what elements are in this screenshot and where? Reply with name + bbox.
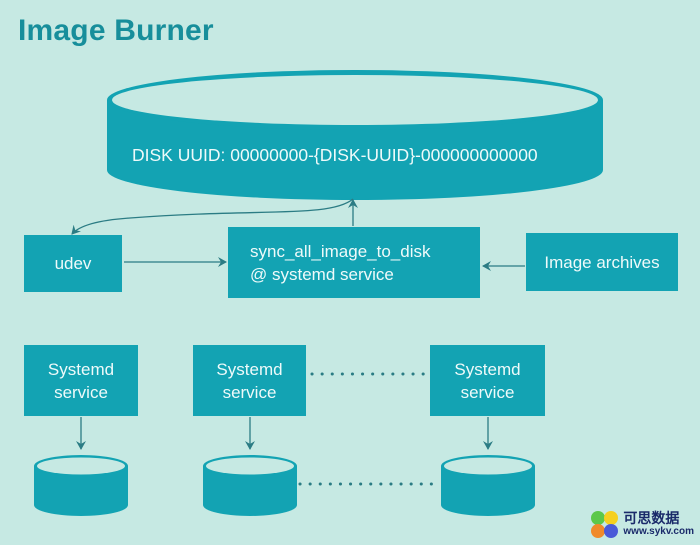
page-title: Image Burner: [18, 14, 214, 47]
sync-service-node: sync_all_image_to_disk @ systemd service: [228, 227, 480, 298]
image-archives-label: Image archives: [544, 252, 660, 272]
watermark-url: www.sykv.com: [623, 526, 694, 537]
small-disk-1: [34, 455, 128, 516]
watermark-logo: 可思数据 www.sykv.com: [591, 511, 694, 539]
systemd-service-node-2: Systemd service: [193, 345, 306, 416]
udev-label: udev: [54, 254, 92, 273]
small-disk-3: [441, 455, 535, 516]
service-label: Systemd: [216, 359, 283, 379]
systemd-service-node-1: Systemd service: [24, 345, 138, 416]
service-label: service: [54, 382, 108, 402]
udev-node: udev: [24, 235, 122, 292]
image-archives-node: Image archives: [526, 233, 678, 291]
small-disk-2: [203, 455, 297, 516]
service-label: Systemd: [454, 359, 521, 379]
disk-uuid-label: DISK UUID: 00000000-{DISK-UUID}-00000000…: [132, 145, 538, 165]
arrow-disk-to-udev: [71, 198, 354, 235]
systemd-service-node-3: Systemd service: [430, 345, 545, 416]
service-label: Systemd: [47, 359, 115, 379]
service-label: service: [460, 382, 515, 402]
watermark-cn: 可思数据: [623, 510, 680, 526]
main-disk-shape: [107, 70, 603, 200]
sync-service-type: @ systemd service: [250, 264, 394, 284]
logo-dots-icon: [591, 511, 619, 539]
sync-service-name: sync_all_image_to_disk: [250, 241, 431, 261]
service-label: service: [222, 382, 277, 402]
